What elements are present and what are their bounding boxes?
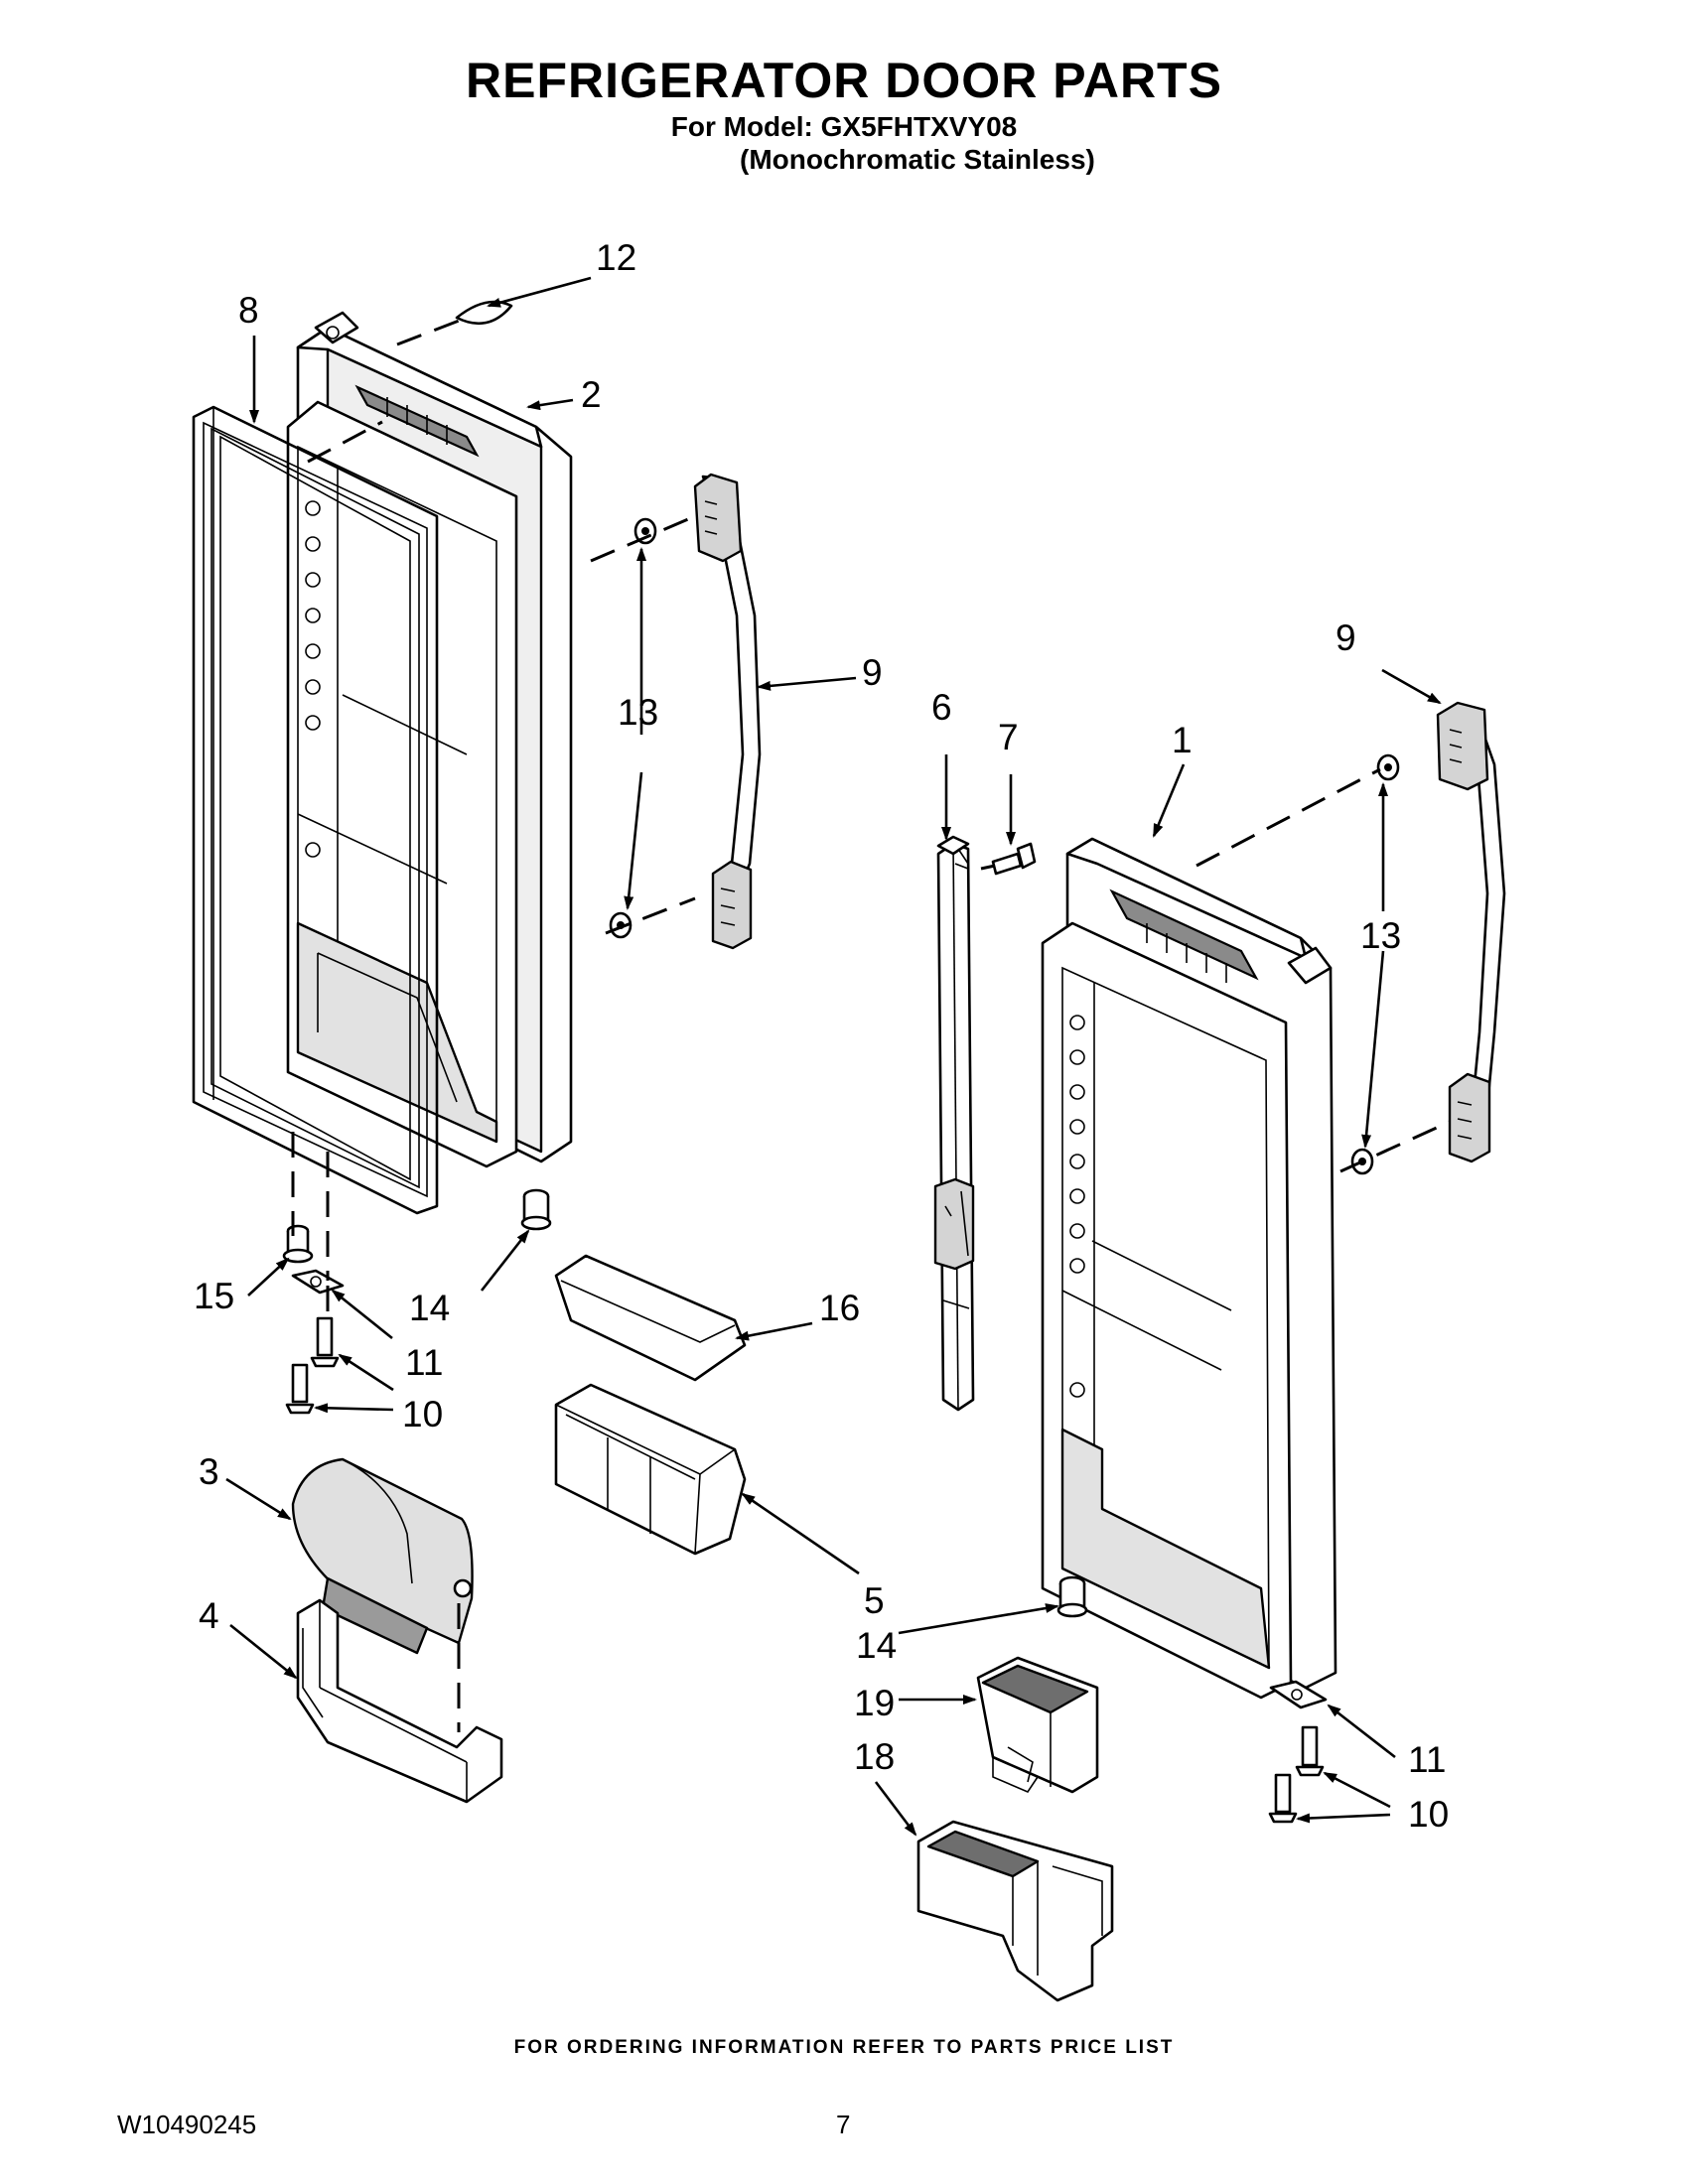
variant-line: (Monochromatic Stainless)	[740, 144, 1095, 175]
callout-12: 12	[596, 237, 636, 278]
callout-19: 19	[854, 1683, 895, 1723]
callout-15: 15	[194, 1276, 234, 1316]
dairy-bin-part	[296, 1598, 503, 1804]
page-title: REFRIGERATOR DOOR PARTS	[466, 53, 1222, 108]
hinge-cap-part	[455, 300, 513, 326]
callout-11-left: 11	[405, 1342, 443, 1383]
right-door-part	[1041, 837, 1337, 1700]
callout-18: 18	[854, 1736, 895, 1777]
callout-4: 4	[199, 1595, 219, 1636]
left-gasket-part	[192, 405, 439, 1215]
washer-left	[291, 1269, 345, 1295]
callout-13-right: 13	[1360, 915, 1401, 956]
document-number: W10490245	[117, 2110, 257, 2139]
mullion-part	[933, 835, 975, 1412]
page-number: 7	[836, 2110, 851, 2139]
callout-9-right: 9	[1336, 617, 1356, 658]
callout-10-left: 10	[402, 1394, 443, 1434]
callout-3: 3	[199, 1451, 219, 1492]
hinge-screws-left	[285, 1316, 340, 1415]
door-bin-part	[554, 1383, 747, 1556]
hinge-screws-right	[1268, 1725, 1325, 1824]
dairy-cover-part	[291, 1457, 474, 1655]
callout-2: 2	[581, 374, 602, 415]
shelf-cover-part	[554, 1254, 747, 1382]
callout-6: 6	[931, 687, 952, 728]
left-handle-part	[693, 473, 762, 950]
callout-14-right: 14	[856, 1625, 897, 1666]
callout-5: 5	[864, 1580, 885, 1621]
ice-bucket-part	[916, 1820, 1114, 2002]
hinge-pin-part	[282, 1224, 314, 1264]
callout-9-left: 9	[862, 652, 883, 693]
right-handle-screws	[1350, 753, 1400, 1175]
callout-8: 8	[238, 290, 259, 331]
callout-11-right: 11	[1408, 1739, 1446, 1780]
washer-right	[1269, 1680, 1328, 1709]
callout-14-left: 14	[409, 1288, 450, 1328]
hinge-bushing-left	[520, 1188, 552, 1231]
mullion-screw	[991, 842, 1037, 876]
callout-7: 7	[998, 717, 1019, 757]
callout-10-right: 10	[1408, 1794, 1449, 1835]
ordering-note: FOR ORDERING INFORMATION REFER TO PARTS …	[513, 2037, 1175, 2058]
model-line: For Model: GX5FHTXVY08	[670, 111, 1018, 142]
left-handle-screws	[609, 517, 657, 939]
left-door-part	[286, 311, 573, 1168]
right-handle-part	[1436, 701, 1506, 1163]
callout-1: 1	[1172, 720, 1193, 760]
callout-16: 16	[819, 1288, 860, 1328]
callout-13-left: 13	[618, 692, 658, 733]
dispenser-chute-part	[976, 1656, 1099, 1794]
hinge-bushing-right	[1056, 1575, 1088, 1618]
